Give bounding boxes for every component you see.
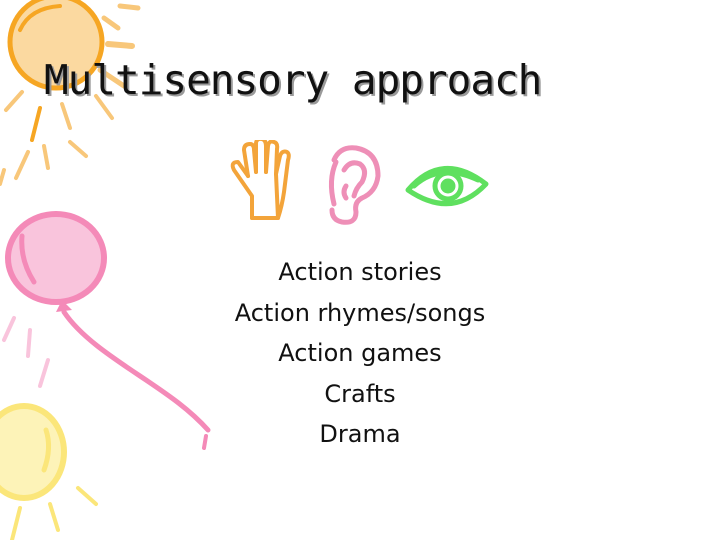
slide-title: Multisensory approach [44,56,542,104]
sun-decoration [0,0,141,186]
list-item: Action rhymes/songs [234,298,486,327]
yellow-balloon-decoration [0,403,98,540]
activities-list: Action stories Action rhymes/songs Actio… [160,252,560,455]
eye-icon [405,166,489,206]
senses-icons [230,140,489,225]
list-item: Drama [319,420,401,448]
list-item: Action stories [278,258,442,286]
pink-balloon-decoration [2,211,211,450]
hand-icon [230,140,291,220]
list-item: Action games [278,339,442,367]
ear-icon [328,145,381,225]
list-item: Crafts [324,379,396,408]
